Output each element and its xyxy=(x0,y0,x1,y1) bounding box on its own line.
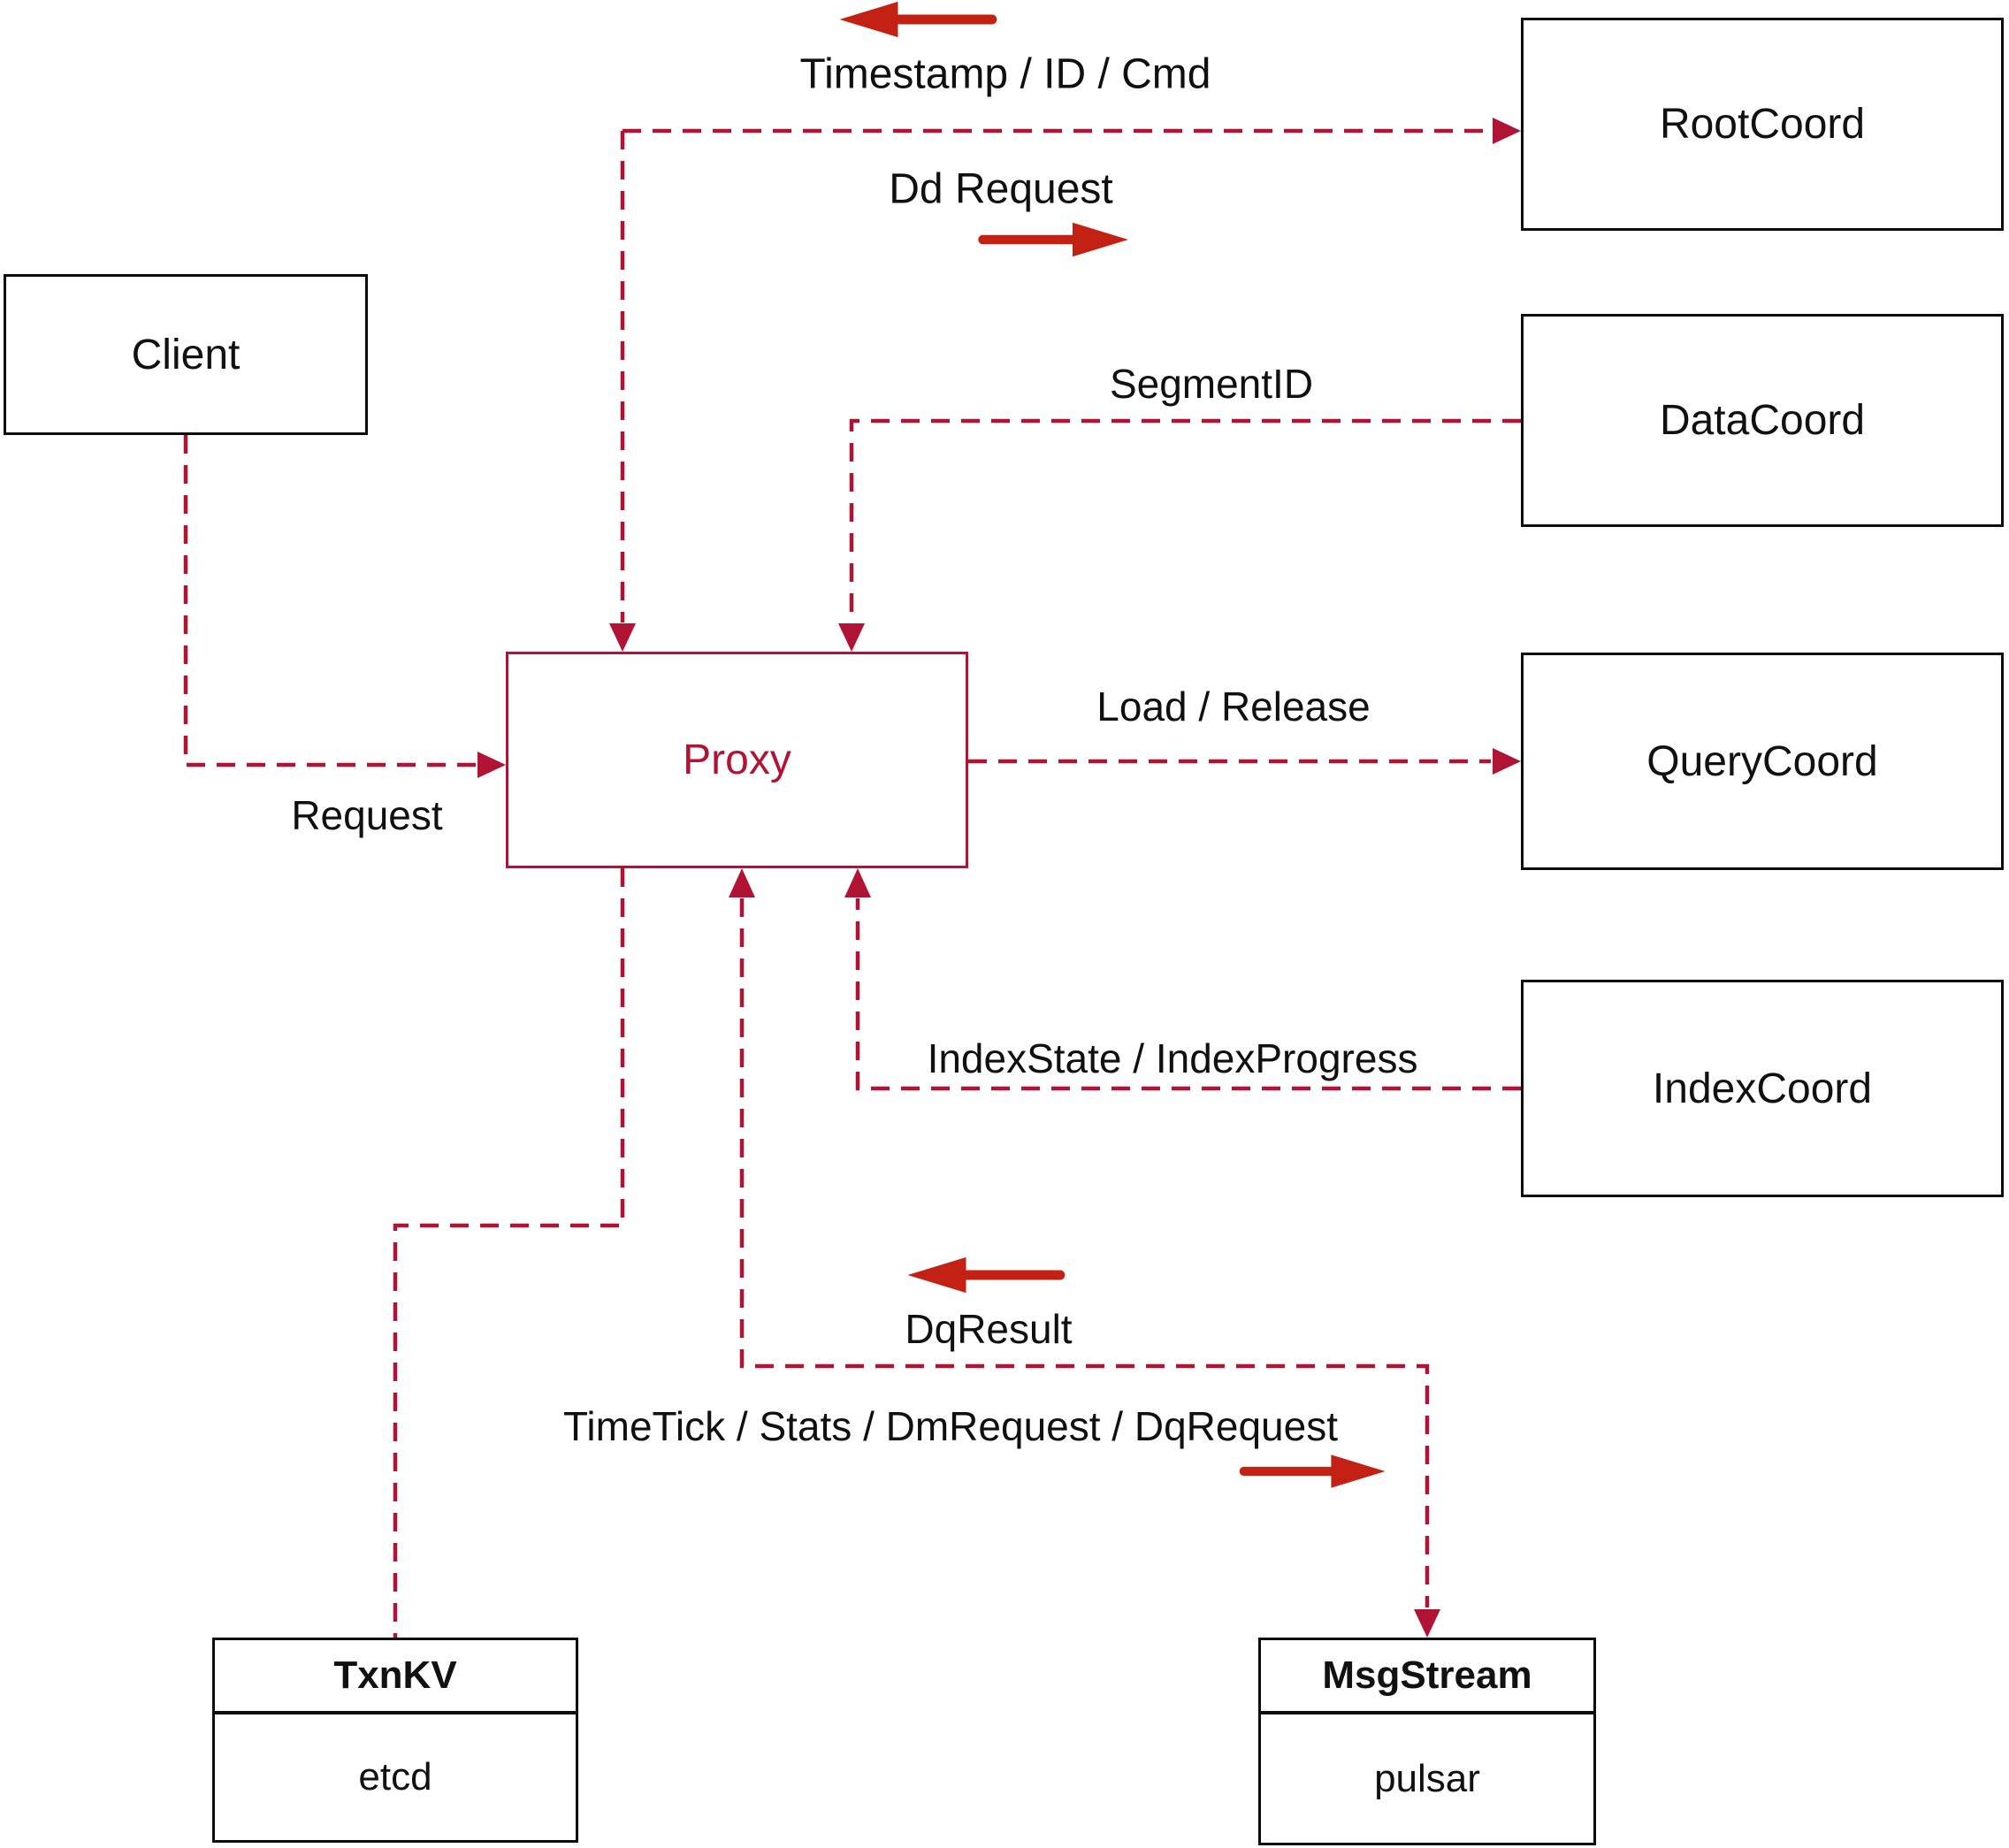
edge-label-segmentid: SegmentID xyxy=(1109,361,1314,407)
node-indexcoord: IndexCoord xyxy=(1521,980,2004,1197)
arrowhead-into-proxy-bottom-left-icon xyxy=(729,868,755,897)
node-client: Client xyxy=(4,274,368,435)
node-proxy-label: Proxy xyxy=(683,737,791,783)
edge-label-dqresult: DqResult xyxy=(905,1306,1073,1352)
node-txnkv-impl: etcd xyxy=(358,1755,432,1798)
arrowhead-into-proxy-top-left-icon xyxy=(609,623,636,652)
edge-indexcoord-to-proxy xyxy=(844,868,1521,1091)
edge-label-timetick-stats-dmrequest-dqrequest: TimeTick / Stats / DmRequest / DqRequest xyxy=(563,1403,1338,1449)
arrowhead-into-proxy-top-right-icon xyxy=(838,623,865,652)
arrowhead-into-proxy-bottom-right-icon xyxy=(844,868,871,897)
node-txnkv-title: TxnKV xyxy=(215,1640,576,1714)
timetick-direction-right-arrow-icon xyxy=(1239,1455,1386,1488)
node-msgstream-impl: pulsar xyxy=(1374,1756,1480,1800)
edge-proxy-rootcoord xyxy=(609,118,1521,652)
edge-proxy-to-querycoord xyxy=(968,748,1521,775)
arrowhead-into-msgstream-icon xyxy=(1414,1609,1440,1638)
dqresult-direction-left-arrow-icon xyxy=(907,1256,1066,1294)
node-msgstream: MsgStream pulsar xyxy=(1258,1638,1596,1845)
dd-request-direction-right-arrow-icon xyxy=(978,222,1128,257)
node-rootcoord: RootCoord xyxy=(1521,18,2004,231)
node-indexcoord-label: IndexCoord xyxy=(1652,1065,1873,1112)
edge-proxy-msgstream xyxy=(729,868,1440,1638)
node-querycoord: QueryCoord xyxy=(1521,653,2004,870)
arrowhead-into-rootcoord-icon xyxy=(1493,118,1521,144)
edge-label-load-release: Load / Release xyxy=(1096,683,1371,729)
edge-label-timestamp-id-cmd: Timestamp / ID / Cmd xyxy=(799,50,1211,98)
edge-datacoord-to-proxy xyxy=(838,418,1521,652)
edge-label-dd-request: Dd Request xyxy=(889,165,1113,213)
node-client-label: Client xyxy=(131,331,241,378)
node-txnkv: TxnKV etcd xyxy=(212,1638,578,1843)
node-rootcoord-label: RootCoord xyxy=(1659,101,1866,148)
node-msgstream-title: MsgStream xyxy=(1261,1640,1593,1714)
timestamp-direction-left-arrow-icon xyxy=(839,1,997,38)
node-querycoord-label: QueryCoord xyxy=(1646,737,1878,785)
edge-label-request: Request xyxy=(291,792,443,838)
arrowhead-into-proxy-left-icon xyxy=(477,752,506,778)
edge-proxy-to-txnkv xyxy=(393,868,625,1638)
edge-label-indexstate-indexprogress: IndexState / IndexProgress xyxy=(927,1035,1418,1081)
arrowhead-into-querycoord-icon xyxy=(1493,748,1521,775)
node-proxy: Proxy xyxy=(506,652,968,868)
edge-client-to-proxy xyxy=(183,435,506,778)
node-datacoord: DataCoord xyxy=(1521,314,2004,527)
node-datacoord-label: DataCoord xyxy=(1659,397,1866,444)
